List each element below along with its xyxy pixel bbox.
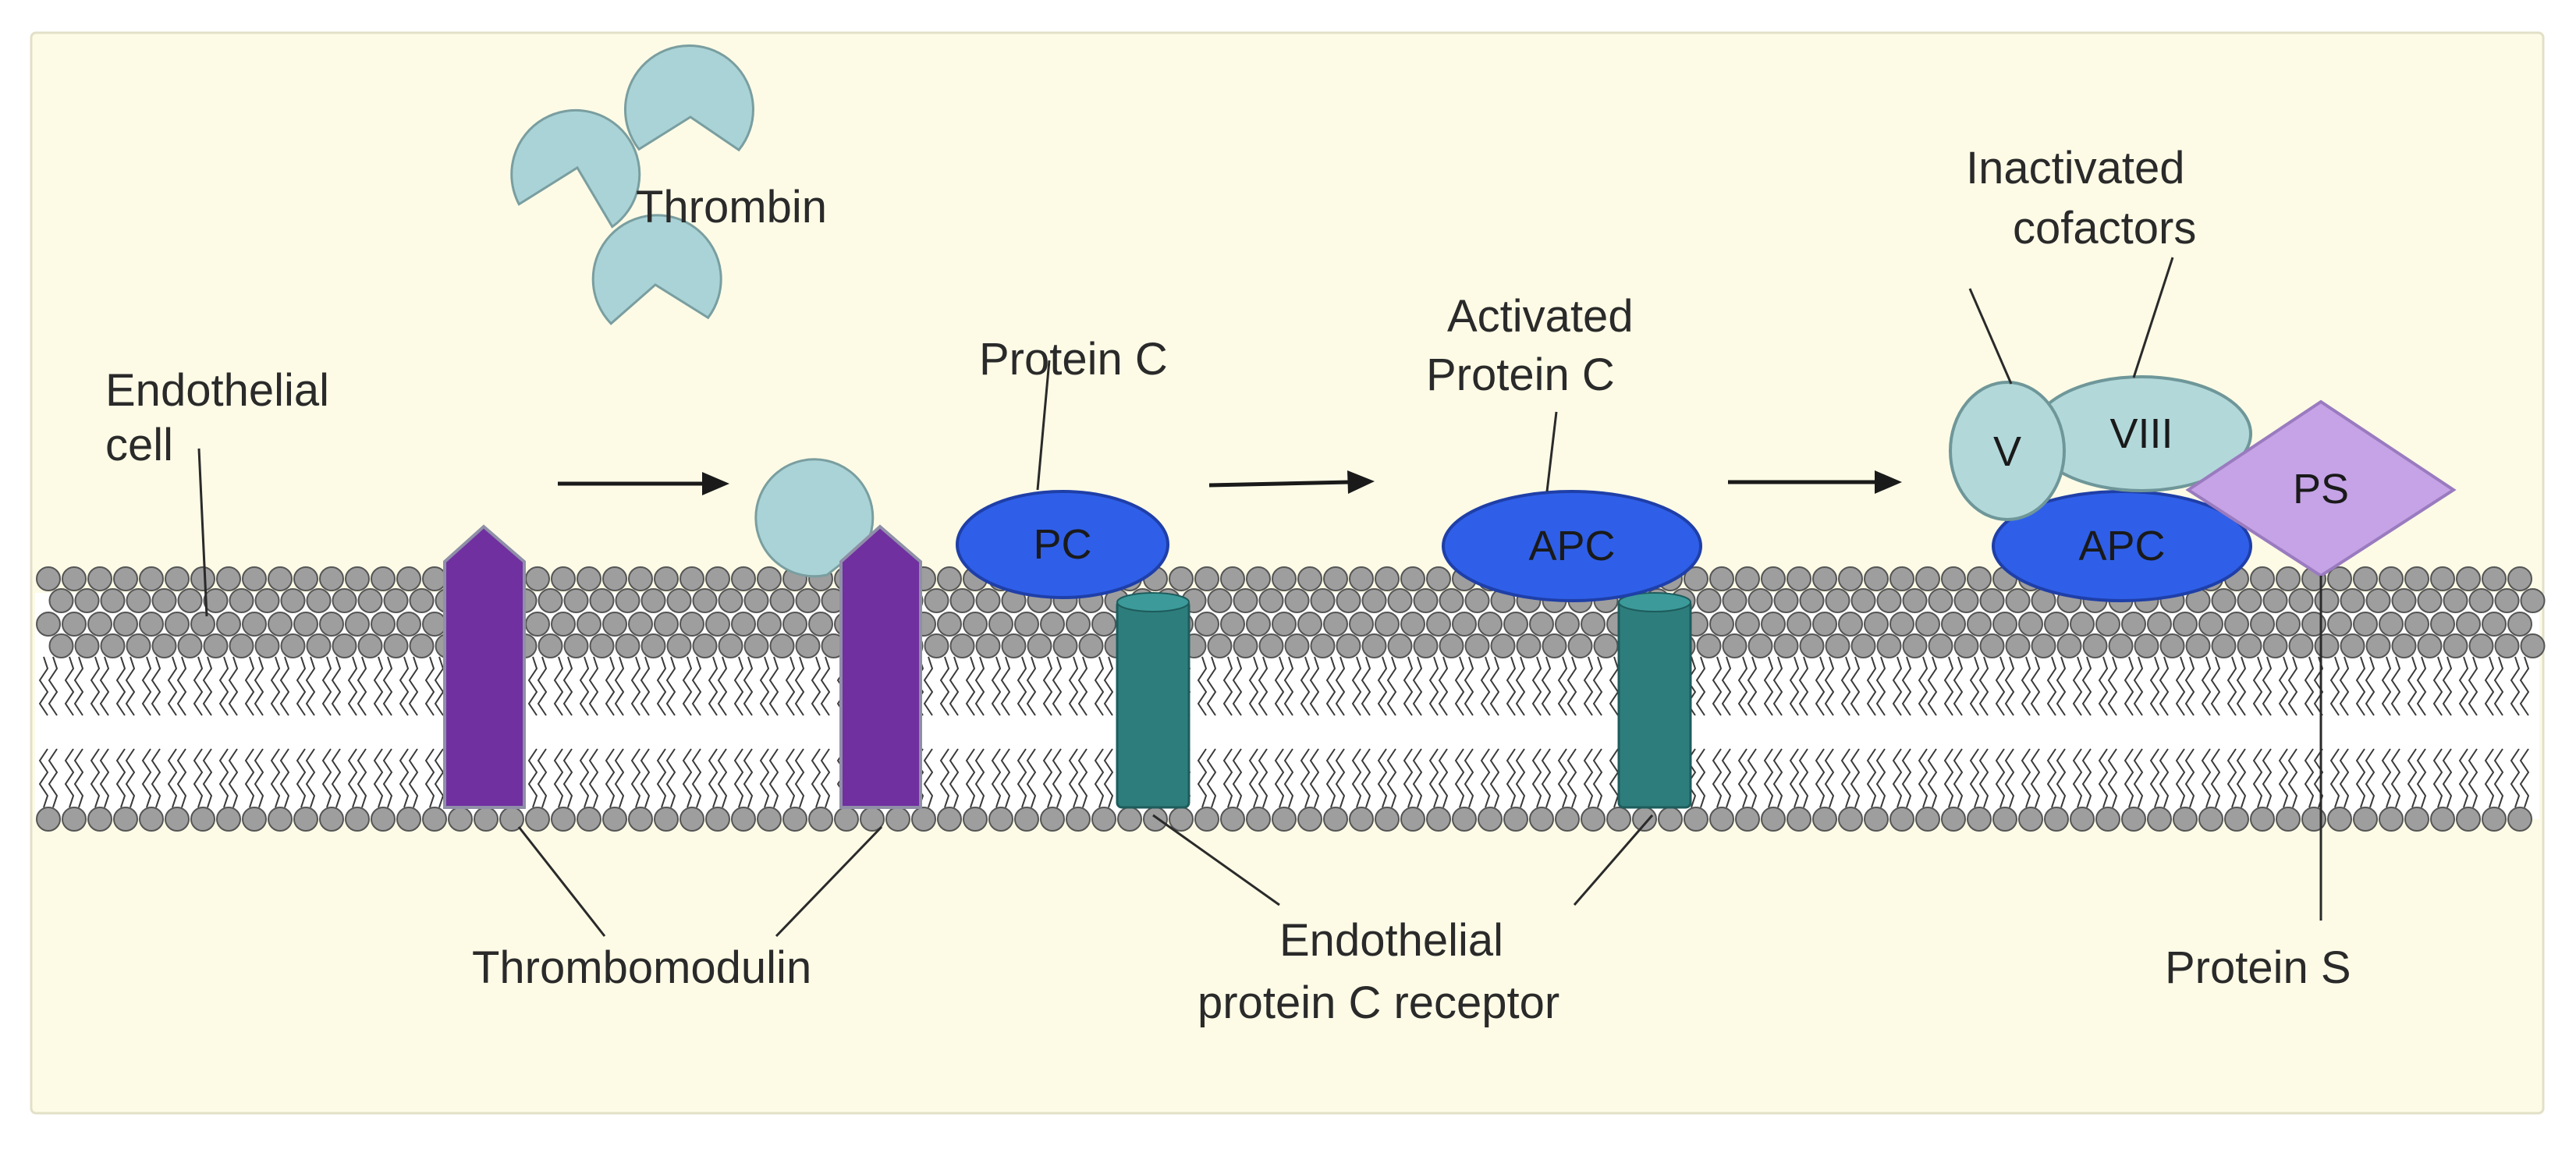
apc-text-2: APC [2078, 523, 2165, 569]
apc-molecule-1: APC [1442, 490, 1702, 602]
v-text: V [1993, 428, 2021, 475]
label-epcr-line1: Endothelial [1279, 915, 1503, 966]
epcr-2 [1617, 592, 1692, 809]
leader-inactivated-cofactor-viii [2132, 257, 2174, 378]
leader-protein-c [1036, 360, 1051, 491]
leader-thrombomodulin-1 [517, 826, 606, 937]
apc-text-1: APC [1528, 523, 1615, 569]
arrow-2 [1208, 470, 1375, 494]
label-activated-protein-c-line1: Activated [1447, 291, 1634, 342]
label-epcr-line2: protein C receptor [1198, 977, 1559, 1028]
apc-molecule-2: APC [1992, 490, 2252, 602]
ps-text: PS [2293, 466, 2349, 513]
pc-text: PC [1033, 521, 1091, 568]
label-endothelial-cell-line2: cell [105, 420, 173, 470]
leader-epcr-2 [1573, 814, 1654, 906]
factor-v-molecule: V [1949, 381, 2066, 521]
label-protein-c: Protein C [979, 334, 1168, 385]
label-thrombomodulin: Thrombomodulin [472, 942, 811, 993]
label-inactivated-cofactors-line1: Inactivated [1966, 143, 2185, 193]
label-protein-s: Protein S [2165, 942, 2351, 993]
thrombomodulin-2 [839, 524, 922, 809]
thrombin-bound [754, 458, 875, 578]
epcr-1 [1116, 592, 1190, 809]
thrombin-free-3 [591, 214, 722, 325]
arrow-3 [1728, 470, 1902, 494]
leader-inactivated-cofactor-v [1968, 288, 2013, 385]
arrow-1 [558, 472, 729, 495]
label-inactivated-cofactors-line2: cofactors [2013, 203, 2196, 254]
label-thrombin: Thrombin [636, 182, 827, 232]
leader-thrombomodulin-2 [775, 825, 883, 938]
factor-viii-molecule: VIII [2031, 375, 2252, 492]
thrombin-free-1 [510, 108, 641, 229]
viii-text: VIII [2109, 410, 2173, 457]
cell-membrane [35, 566, 2546, 832]
protein-c-molecule: PC [956, 490, 1169, 599]
label-activated-protein-c-line2: Protein C [1426, 349, 1615, 400]
thrombomodulin-1 [443, 524, 526, 809]
leader-epcr-1 [1152, 814, 1280, 906]
label-endothelial-cell-line1: Endothelial [105, 365, 329, 416]
leader-activated-protein-c [1545, 411, 1558, 492]
leader-endothelial-cell [197, 448, 208, 617]
thrombin-free-2 [623, 44, 754, 152]
